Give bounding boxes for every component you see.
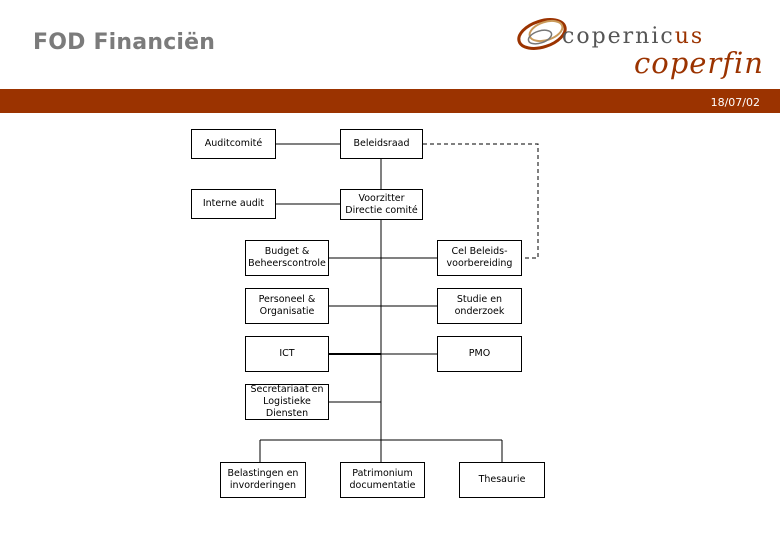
logo-coperfin-text: coperfin: [634, 46, 764, 80]
box-cel-beleidsvoorbereiding: Cel Beleids-voorbereiding: [437, 240, 522, 276]
box-studie-onderzoek: Studie en onderzoek: [437, 288, 522, 324]
box-beleidsraad: Beleidsraad: [340, 129, 423, 159]
box-belastingen-invorderingen: Belastingen en invorderingen: [220, 462, 306, 498]
box-thesaurie: Thesaurie: [459, 462, 545, 498]
box-personeel-organisatie: Personeel & Organisatie: [245, 288, 329, 324]
header-bar: 18/07/02: [0, 89, 780, 113]
copernicus-logo: copernicus coperfin: [510, 4, 772, 86]
box-ict: ICT: [245, 336, 329, 372]
box-auditcomite: Auditcomité: [191, 129, 276, 159]
logo-copernicus-text: copernicus: [562, 24, 705, 49]
box-secretariaat-logistieke-diensten: Secretariaat en Logistieke Diensten: [245, 384, 329, 420]
page-title: FOD Financiën: [33, 30, 216, 55]
dashed-connector-beleidsraad-cel: [423, 143, 539, 259]
box-interne-audit: Interne audit: [191, 189, 276, 219]
box-patrimonium-documentatie: Patrimonium documentatie: [340, 462, 425, 498]
date-label: 18/07/02: [710, 96, 760, 109]
box-budget-beheerscontrole: Budget & Beheerscontrole: [245, 240, 329, 276]
box-pmo: PMO: [437, 336, 522, 372]
box-voorzitter-directie-comite: Voorzitter Directie comité: [340, 189, 423, 220]
swirl-logo-icon: [517, 18, 567, 50]
